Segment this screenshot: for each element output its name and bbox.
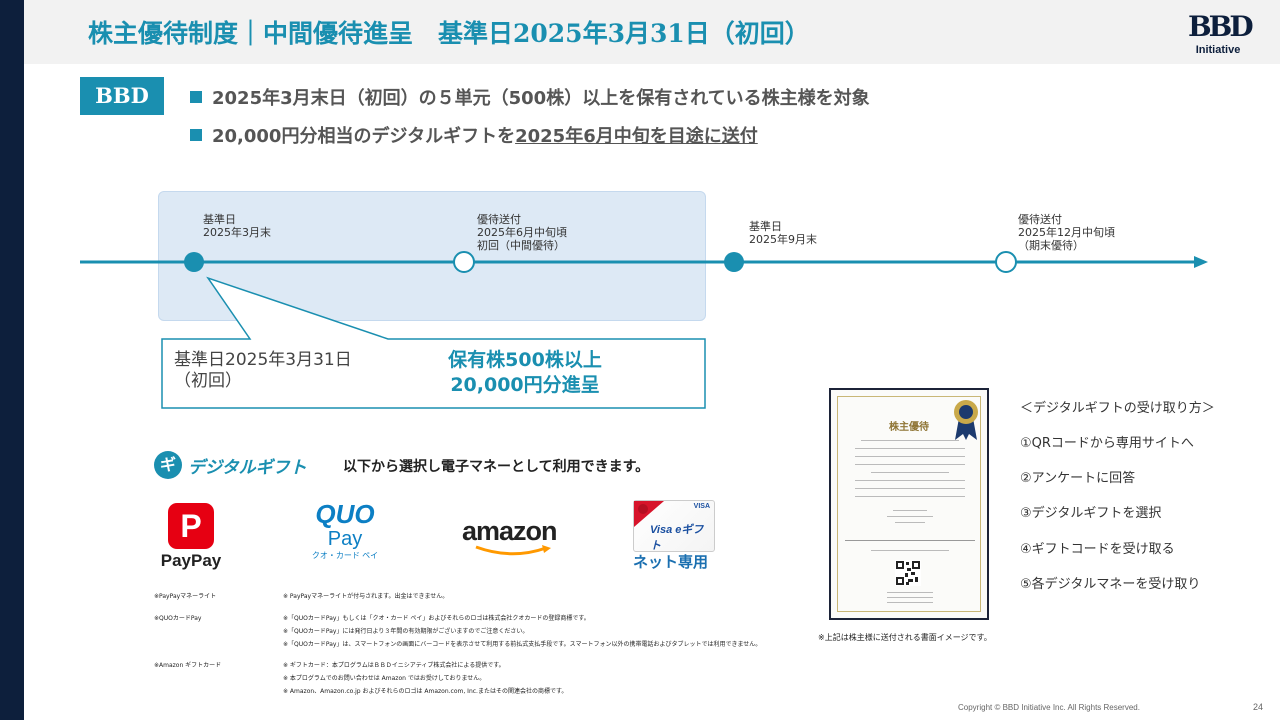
certificate-text-line [871, 550, 949, 551]
timeline-label-3: 基準日 2025年9月末 [749, 220, 817, 246]
left-accent-bar [0, 0, 24, 720]
amazon-logo: amazon [462, 516, 558, 546]
digital-gift-icon: ギ [154, 451, 182, 479]
copyright: Copyright © BBD Initiative Inc. All Righ… [958, 703, 1140, 712]
note-text: ※「QUOカードPay」には発行日より３年間の有効期限がございますのでご注意くだ… [283, 628, 529, 635]
howto-step: ④ギフトコードを受け取る [1020, 542, 1175, 557]
quo-logo-top: QUO [315, 499, 375, 529]
summary-bullet-gift: 20,000円分相当のデジタルギフトを2025年6月中旬を目途に送付 [190, 122, 758, 148]
howto-step: ③デジタルギフトを選択 [1020, 506, 1162, 521]
bbd-initiative-logo: BBD Initiative [1188, 10, 1254, 60]
timeline-marker-record-date-september [724, 252, 744, 272]
certificate-text-line [871, 472, 949, 473]
certificate-divider [845, 540, 975, 541]
note-text: ※ PayPayマネーライトが付与されます。出金はできません。 [283, 593, 449, 600]
paypay-icon: P [168, 503, 214, 549]
logo-sub-text: Initiative [1195, 44, 1241, 56]
note-label: ※Amazon ギフトカード [154, 662, 222, 669]
medal-icon [954, 400, 978, 440]
certificate-text-line [855, 488, 965, 489]
quo-logo-small: クオ・カード ペイ [311, 551, 379, 560]
paypay-label: PayPay [160, 551, 222, 570]
paypay-logo: P PayPay [158, 503, 224, 571]
digital-gift-logo: ギ デジタルギフト [154, 451, 307, 479]
header-bar [24, 0, 1280, 64]
certificate-text-line [893, 510, 927, 511]
certificate-text-line [887, 516, 933, 517]
timeline-marker-record-date-march [184, 252, 204, 272]
howto-title: ＜デジタルギフトの受け取り方＞ [1020, 401, 1215, 416]
certificate-border [837, 396, 981, 612]
visa-net-only-label: ネット専用 [633, 553, 709, 571]
visa-egift-label: Visa eギフト [650, 524, 704, 552]
certificate-text-line [855, 496, 965, 497]
ribbon-icon [634, 501, 664, 527]
howto-step: ⑤各デジタルマネーを受け取り [1020, 577, 1201, 592]
certificate-text-line [895, 522, 925, 523]
visa-mark: VISA [693, 503, 710, 510]
certificate-text-line [887, 602, 933, 603]
logo-main-text: BBD [1188, 10, 1254, 43]
bullet-square-icon [190, 91, 202, 103]
note-text: ※「QUOカードPay」もしくは「クオ・カード ペイ」およびそれらのロゴは株式会… [283, 615, 590, 622]
timeline-marker-delivery-june [453, 251, 475, 273]
callout-box [161, 276, 706, 409]
certificate-text-line [855, 480, 965, 481]
bullet-square-icon [190, 129, 202, 141]
bullet-text: 20,000円分相当のデジタルギフトを [212, 126, 516, 147]
callout-record-date: 基準日2025年3月31日 （初回） [174, 350, 352, 391]
certificate-note: ※上記は株主様に送付される書面イメージです。 [818, 633, 992, 642]
bullet-text-underlined: 2025年6月中旬を目途に送付 [515, 126, 758, 147]
visa-egift-card: VISA Visa eギフト [633, 500, 715, 552]
howto-step: ①QRコードから専用サイトへ [1020, 436, 1194, 451]
callout-benefit: 保有株500株以上 20,000円分進呈 [448, 349, 602, 396]
amazon-smile-icon [475, 545, 551, 556]
certificate-text-line [861, 440, 959, 441]
note-text: ※ ギフトカード：本プログラムはＢＢＤイニシアティブ株式会社による提供です。 [283, 662, 505, 669]
note-label: ※QUOカードPay [154, 615, 202, 622]
certificate-text-line [887, 597, 933, 598]
howto-step: ②アンケートに回答 [1020, 471, 1136, 486]
page-title: 株主優待制度｜中間優待進呈 基準日2025年3月31日（初回） [88, 19, 810, 48]
certificate-text-line [855, 448, 965, 449]
quo-card-pay-logo: QUO Pay クオ・カード ペイ [310, 500, 380, 562]
timeline-arrowhead [1194, 256, 1208, 268]
timeline-marker-delivery-december [995, 251, 1017, 273]
bullet-text: 2025年3月末日（初回）の５単元（500株）以上を保有されている株主様を対象 [212, 88, 870, 109]
certificate-title: 株主優待 [889, 422, 929, 433]
quo-logo-mid: Pay [327, 528, 363, 550]
certificate-text-line [855, 456, 965, 457]
page-number: 24 [1253, 702, 1264, 712]
note-text: ※ 本プログラムでのお問い合わせは Amazon ではお受けしておりません。 [283, 675, 486, 682]
digital-gift-logo-text: デジタルギフト [188, 457, 307, 478]
certificate-text-line [855, 464, 965, 465]
certificate-text-line [887, 592, 933, 593]
bbd-badge: BBD [80, 77, 164, 115]
timeline-label-2: 優待送付 2025年6月中旬頃 初回（中間優待） [477, 213, 567, 252]
certificate-image: 株主優待 [829, 388, 989, 620]
note-text: ※ Amazon、Amazon.co.jp およびそれらのロゴは Amazon.… [283, 688, 568, 695]
timeline-label-1: 基準日 2025年3月末 [203, 213, 271, 239]
note-label: ※PayPayマネーライト [154, 593, 217, 600]
summary-bullet-eligibility: 2025年3月末日（初回）の５単元（500株）以上を保有されている株主様を対象 [190, 84, 870, 110]
timeline-label-4: 優待送付 2025年12月中旬頃 （期末優待） [1018, 213, 1115, 252]
qr-code-icon [895, 560, 921, 586]
note-text: ※「QUOカードPay」は、スマートフォンの画面にバーコードを表示させて利用する… [283, 641, 762, 648]
gift-description: 以下から選択し電子マネーとして利用できます。 [343, 459, 650, 475]
